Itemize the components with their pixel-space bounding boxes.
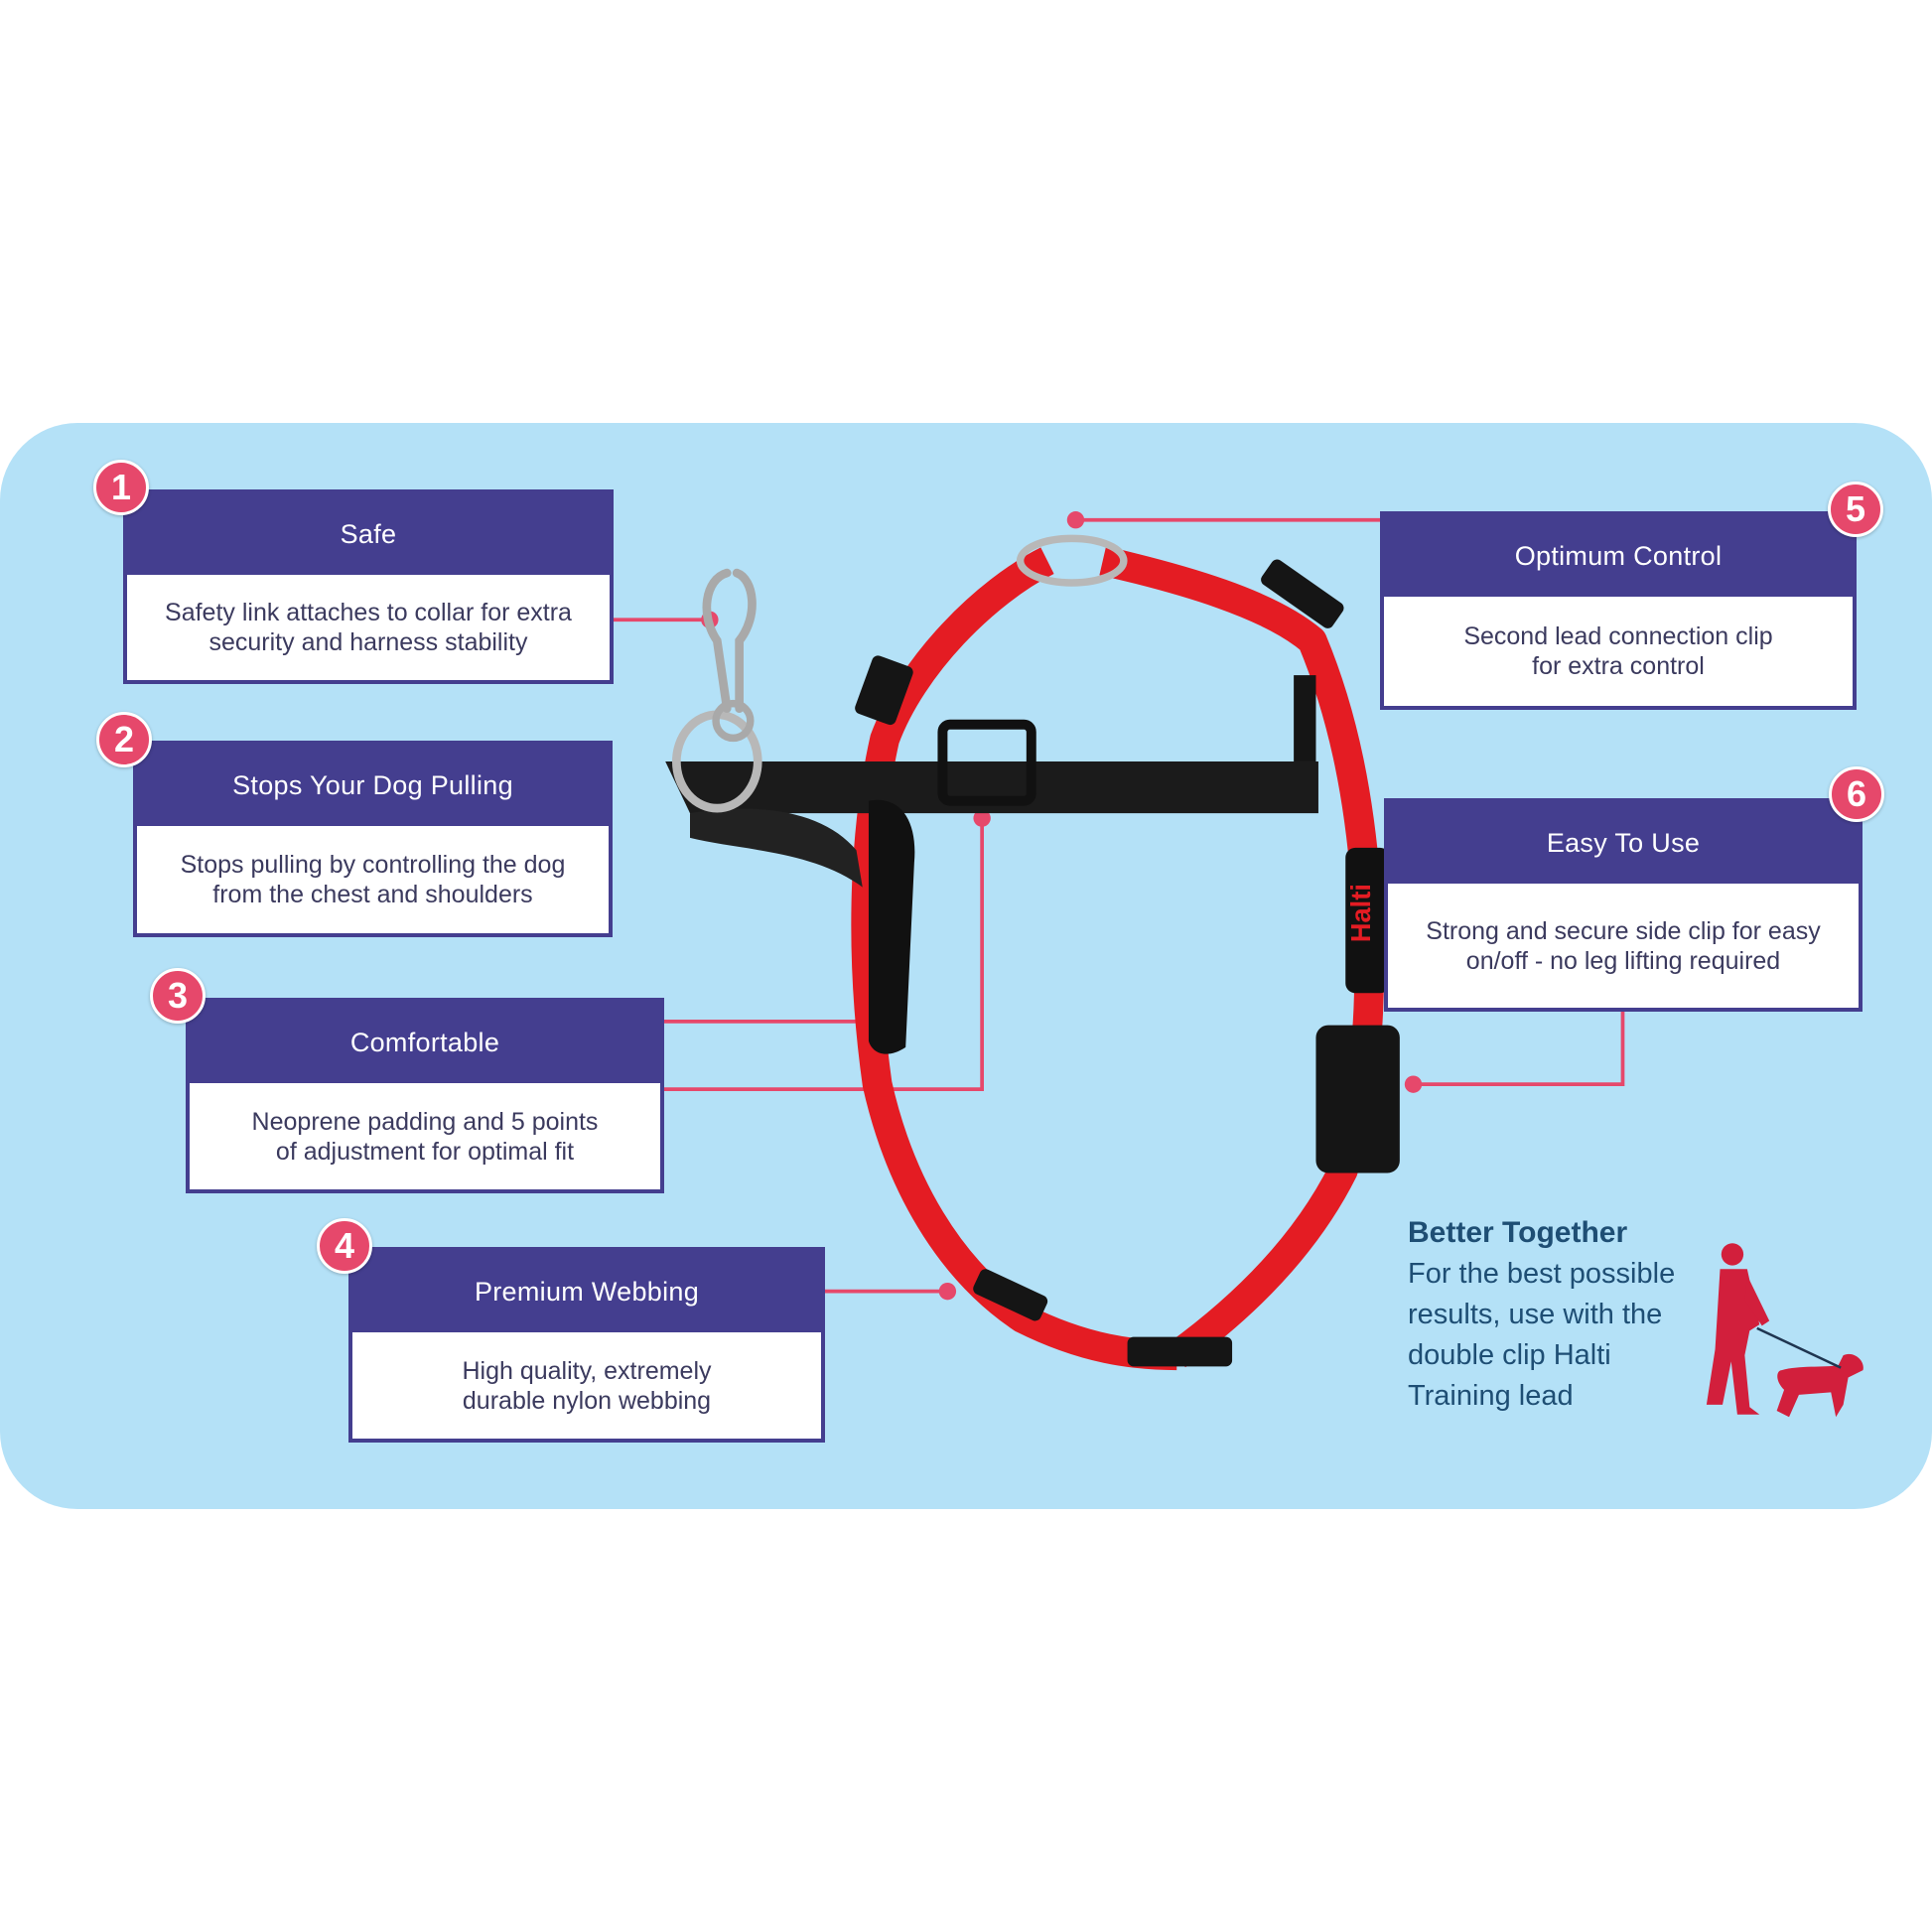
number-badge-1: 1: [93, 460, 149, 515]
better-together-title: Better Together: [1408, 1216, 1628, 1249]
feature-title: Premium Webbing: [352, 1251, 821, 1332]
chest-strap: [665, 760, 1318, 814]
feature-title: Optimum Control: [1384, 515, 1853, 597]
chest-buckle: [937, 719, 1036, 806]
feature-title: Safe: [127, 493, 610, 575]
snap-hook: [702, 568, 757, 713]
number-badge-4: 4: [317, 1218, 372, 1274]
better-together-body: For the best possible results, use with …: [1408, 1258, 1676, 1412]
feature-description: Safety link attaches to collar for extra…: [165, 599, 572, 656]
halti-label: Halti: [1345, 884, 1376, 942]
halti-label-patch: [1345, 847, 1390, 994]
top-ring: [1016, 534, 1128, 587]
number-badge-6: 6: [1829, 766, 1884, 822]
feature-description: Strong and secure side clip for easy on/…: [1426, 916, 1821, 975]
neoprene-pad: [868, 799, 915, 1054]
number-badge-2: 2: [96, 712, 152, 767]
feature-description: Neoprene padding and 5 points of adjustm…: [251, 1107, 599, 1166]
walker-with-dog-icon: [1706, 1243, 1863, 1418]
feature-card-easy-to-use: Easy To Use Strong and secure side clip …: [1384, 798, 1863, 1012]
feature-card-safe: Safe Safety link attaches to collar for …: [123, 489, 614, 684]
number-badge-5: 5: [1828, 482, 1883, 537]
feature-card-comfortable: Comfortable Neoprene padding and 5 point…: [186, 998, 664, 1193]
number-badge-3: 3: [150, 968, 206, 1024]
feature-title: Easy To Use: [1388, 802, 1859, 884]
feature-description: High quality, extremely durable nylon we…: [462, 1356, 712, 1415]
feature-card-optimum-control: Optimum Control Second lead connection c…: [1380, 511, 1857, 710]
connector-lines: [612, 517, 1625, 1294]
feature-card-stops-pulling: Stops Your Dog Pulling Stops pulling by …: [133, 741, 613, 937]
feature-description: Second lead connection clip for extra co…: [1463, 622, 1773, 680]
feature-title: Comfortable: [190, 1002, 660, 1083]
better-together-note: Better Together For the best possible re…: [1408, 1216, 1745, 1417]
feature-description: Stops pulling by controlling the dog fro…: [180, 851, 566, 908]
feature-title: Stops Your Dog Pulling: [137, 745, 609, 826]
side-clip: [1315, 1025, 1400, 1173]
feature-card-premium-webbing: Premium Webbing High quality, extremely …: [348, 1247, 825, 1443]
